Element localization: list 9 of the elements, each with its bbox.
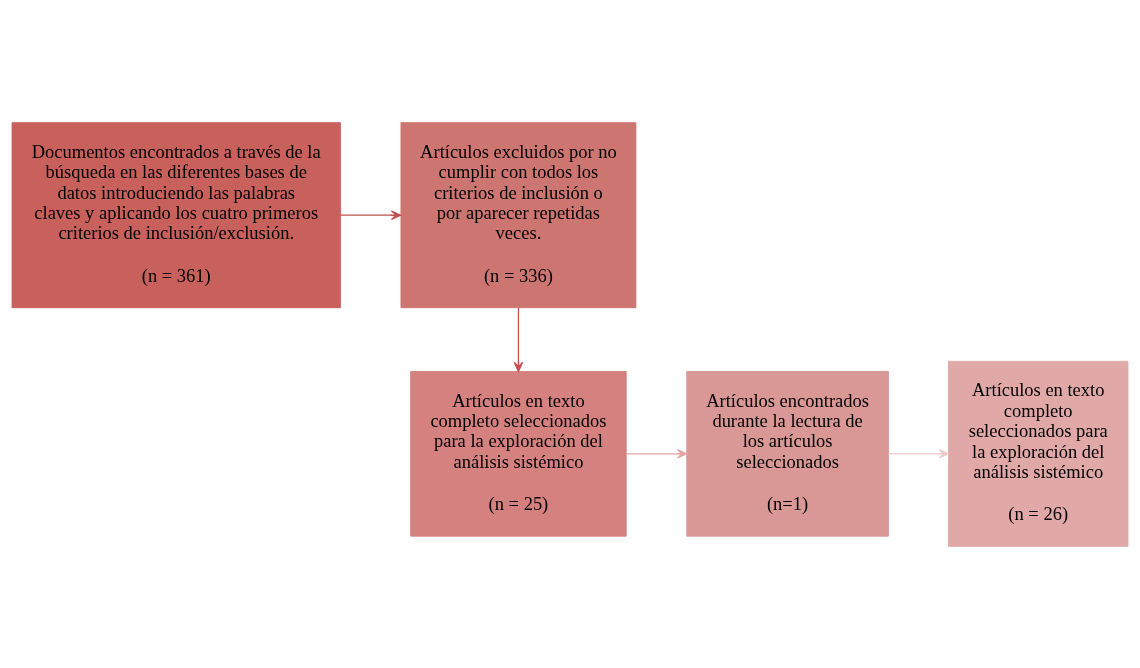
arrow bbox=[340, 209, 402, 220]
node-box: Documentos encontrados a través de la búsqueda en las diferentes bases de datos introduciendo las palabras claves y aplicando los cuatro primeros criterios de inclusión/exclusión. (n = 361) bbox=[11, 121, 341, 308]
node-box: Artículos en texto completo seleccionados para la exploración del análisis sistémico (n = 25) bbox=[410, 370, 627, 537]
arrow bbox=[625, 448, 688, 459]
arrow bbox=[513, 306, 524, 372]
arrow bbox=[887, 448, 949, 459]
node-box: Artículos excluidos por no cumplir con todos los criterios de inclusión o por aparecer repetidas veces. (n = 336) bbox=[400, 121, 637, 308]
node-box: Artículos en texto completo seleccionados para la exploración del análisis sistémico (n = 26) bbox=[948, 360, 1129, 547]
node-box: Artículos encontrados durante la lectura de los artículos seleccionados (n=1) bbox=[686, 370, 889, 537]
